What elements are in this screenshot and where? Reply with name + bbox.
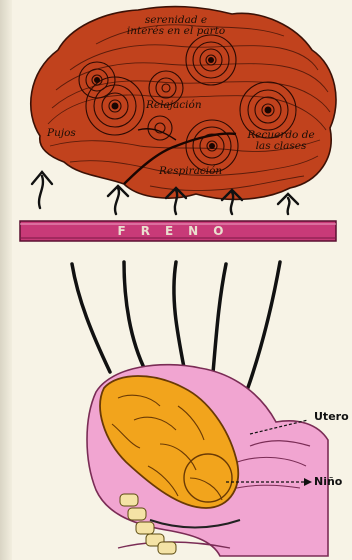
brake-label: FRENO bbox=[20, 221, 336, 241]
label-uterus: Utero bbox=[314, 410, 349, 423]
label-class-memory: Recuerdo de las clases bbox=[238, 130, 324, 152]
label-child: Niño bbox=[314, 475, 342, 488]
label-pushing: Pujos bbox=[47, 128, 76, 139]
label-serenity: serenidad e interés en el parto bbox=[100, 15, 252, 37]
label-breathing: Respiración bbox=[159, 166, 222, 177]
label-relaxation: Relajación bbox=[146, 100, 202, 111]
